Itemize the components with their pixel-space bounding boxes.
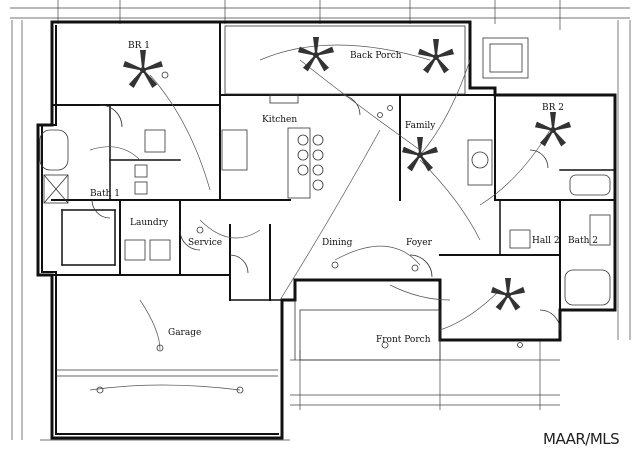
ceiling-fan-icons xyxy=(123,37,572,311)
dimension-lines xyxy=(10,0,631,441)
ceiling-fan-icon xyxy=(490,278,526,311)
room-label-bath1: Bath 1 xyxy=(90,189,120,199)
kitchen-island xyxy=(287,127,311,199)
fixtures xyxy=(39,37,611,306)
room-label-br2: BR 2 xyxy=(542,103,564,113)
electrical-symbols xyxy=(96,71,523,394)
ceiling-fan-icon xyxy=(401,137,439,172)
room-label-back-porch: Back Porch xyxy=(350,51,402,61)
fireplace xyxy=(467,139,493,186)
room-label-dining: Dining xyxy=(322,238,353,248)
room-label-garage: Garage xyxy=(168,328,201,338)
ceiling-fan-icon xyxy=(534,112,572,147)
room-label-br1: BR 1 xyxy=(128,41,150,51)
room-label-family: Family xyxy=(405,121,436,131)
watermark-text: MAAR/MLS xyxy=(543,430,619,448)
interior-walls xyxy=(51,21,616,377)
exterior-walls xyxy=(36,20,617,440)
door-swings xyxy=(91,94,561,331)
grill xyxy=(482,37,529,79)
ceiling-fan-icon xyxy=(297,37,335,72)
ceiling-fan-icon xyxy=(123,50,163,88)
porch-outlines xyxy=(224,25,466,361)
room-labels: BR 1 Back Porch Kitchen Family BR 2 Bath… xyxy=(90,41,598,345)
kitchen-counter xyxy=(221,129,248,171)
room-label-service: Service xyxy=(188,238,222,248)
room-label-laundry: Laundry xyxy=(130,218,169,228)
room-label-foyer: Foyer xyxy=(406,238,433,248)
room-label-bath2: Bath 2 xyxy=(568,236,598,246)
room-label-front-porch: Front Porch xyxy=(376,335,431,345)
room-label-hall2: Hall 2 xyxy=(532,236,560,246)
room-label-kitchen: Kitchen xyxy=(262,115,297,125)
bathtub xyxy=(39,129,69,171)
wiring xyxy=(89,44,551,391)
ceiling-fan-icon xyxy=(417,39,455,74)
